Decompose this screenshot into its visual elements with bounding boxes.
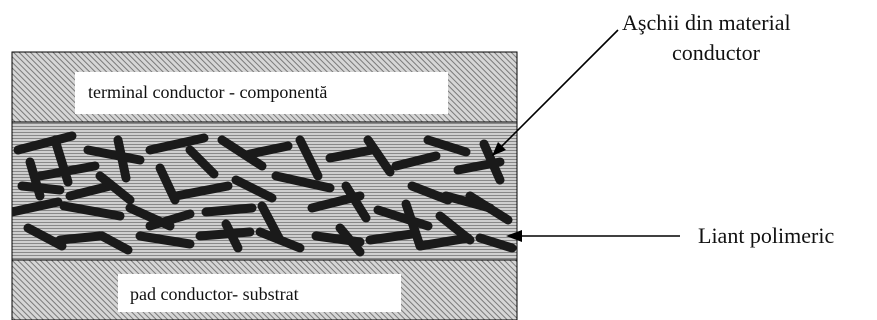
conductive-flake <box>135 231 195 249</box>
conductive-flake <box>341 181 371 223</box>
conductive-flake <box>145 209 195 231</box>
flakes-label-line1: Aşchii din material <box>622 10 791 35</box>
conductive-flake <box>479 139 505 185</box>
flakes-label-line2: conductor <box>672 40 761 65</box>
conductive-flakes <box>12 131 517 257</box>
conductive-flake <box>97 231 133 255</box>
flakes-callout-line <box>495 29 619 153</box>
conductive-flake <box>221 219 243 253</box>
conductive-flake <box>17 181 65 195</box>
conductive-flake <box>441 191 495 213</box>
conductive-flake <box>475 233 517 253</box>
conductive-flake <box>201 203 257 217</box>
conductive-flake <box>195 227 255 241</box>
conductive-flake <box>23 223 67 251</box>
conductive-flake <box>95 171 135 205</box>
conductive-flake <box>12 197 63 217</box>
conductive-flake <box>325 145 377 163</box>
top-terminal-label-box <box>75 72 448 114</box>
top-terminal-label: terminal conductor - componentă <box>88 82 327 102</box>
conductive-flake <box>83 145 145 165</box>
binder-callout-arrowhead <box>506 230 522 242</box>
conductive-flake <box>415 233 473 251</box>
conductive-flake <box>391 151 441 171</box>
conductive-flake <box>335 223 365 257</box>
bottom-pad-label: pad conductor- substrat <box>130 284 299 304</box>
conductive-flake <box>295 135 323 181</box>
conductive-flake <box>50 135 73 187</box>
conductive-flake <box>365 229 417 245</box>
conductive-flake <box>245 141 293 159</box>
binder-label: Liant polimeric <box>698 223 834 248</box>
conductive-flake <box>401 199 425 251</box>
conductive-flake <box>373 205 433 231</box>
bottom-pad-label-box <box>118 274 401 312</box>
conductive-flake <box>171 181 233 201</box>
conductive-flake <box>65 181 115 201</box>
conductive-flake <box>145 133 209 155</box>
flakes-callout-arrowhead <box>492 142 506 156</box>
conductive-flake <box>55 231 105 245</box>
conductive-flake <box>59 201 125 221</box>
conductive-flake <box>113 135 131 183</box>
conductive-flake <box>255 227 305 253</box>
conductive-flake <box>423 135 471 157</box>
conductive-flake <box>271 171 335 193</box>
conductive-flake <box>231 175 277 203</box>
conductive-flake <box>13 131 77 155</box>
conductive-flake <box>185 145 219 179</box>
conductive-flake <box>217 135 267 171</box>
conductive-flake <box>363 135 395 177</box>
